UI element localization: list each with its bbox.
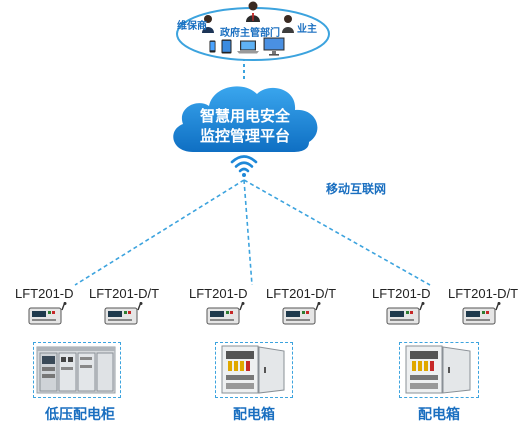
wifi-icon bbox=[230, 155, 258, 177]
group1-device-a-label: LFT201-D bbox=[15, 286, 74, 301]
cabinet-label-3: 配电箱 bbox=[418, 407, 460, 423]
government-label: 政府主管部门 bbox=[220, 28, 280, 39]
cloud-title-line1: 智慧用电安全 bbox=[199, 107, 290, 125]
link-group-3 bbox=[243, 179, 431, 286]
meter-device-icon bbox=[206, 302, 245, 325]
maintainer-label: 维保商 bbox=[177, 21, 207, 32]
low-voltage-cabinet-image bbox=[33, 342, 121, 398]
group3-device-b-label: LFT201-D/T bbox=[448, 286, 519, 301]
cloud-title-line2: 监控管理平台 bbox=[199, 127, 290, 145]
network-label: 移动互联网 bbox=[326, 182, 387, 196]
group3-device-a-label: LFT201-D bbox=[372, 286, 431, 301]
distribution-box-image-2 bbox=[399, 342, 479, 398]
link-group-1 bbox=[74, 179, 245, 286]
distribution-box-image-1 bbox=[215, 342, 293, 398]
phone-icon bbox=[209, 40, 216, 53]
meter-device-icon bbox=[282, 302, 321, 325]
meter-device-icon bbox=[28, 302, 67, 325]
cloud-icon bbox=[173, 86, 318, 152]
desktop-icon bbox=[263, 37, 285, 56]
government-person-icon bbox=[246, 1, 260, 22]
cloud-platform: 智慧用电安全 监控管理平台 bbox=[163, 78, 327, 156]
cabinet-label-1: 低压配电柜 bbox=[45, 407, 115, 423]
group1-device-b-label: LFT201-D/T bbox=[89, 286, 160, 301]
group2-device-a-label: LFT201-D bbox=[189, 286, 248, 301]
meter-device-icon bbox=[104, 302, 143, 325]
group2-device-b-label: LFT201-D/T bbox=[266, 286, 337, 301]
distribution-box-icon bbox=[405, 345, 471, 394]
owner-label: 业主 bbox=[297, 24, 317, 35]
distribution-box-icon bbox=[221, 345, 285, 394]
tablet-icon bbox=[221, 39, 232, 54]
users-panel: 维保商 政府主管部门 业主 bbox=[173, 1, 333, 62]
meter-device-icon bbox=[462, 302, 501, 325]
cabinet-label-2: 配电箱 bbox=[233, 407, 275, 423]
laptop-icon bbox=[237, 40, 259, 54]
maintainer-person-icon bbox=[202, 15, 214, 33]
link-group-2 bbox=[243, 179, 253, 286]
owner-person-icon bbox=[282, 15, 294, 33]
meter-device-icon bbox=[386, 302, 425, 325]
switchgear-icon bbox=[36, 346, 116, 394]
